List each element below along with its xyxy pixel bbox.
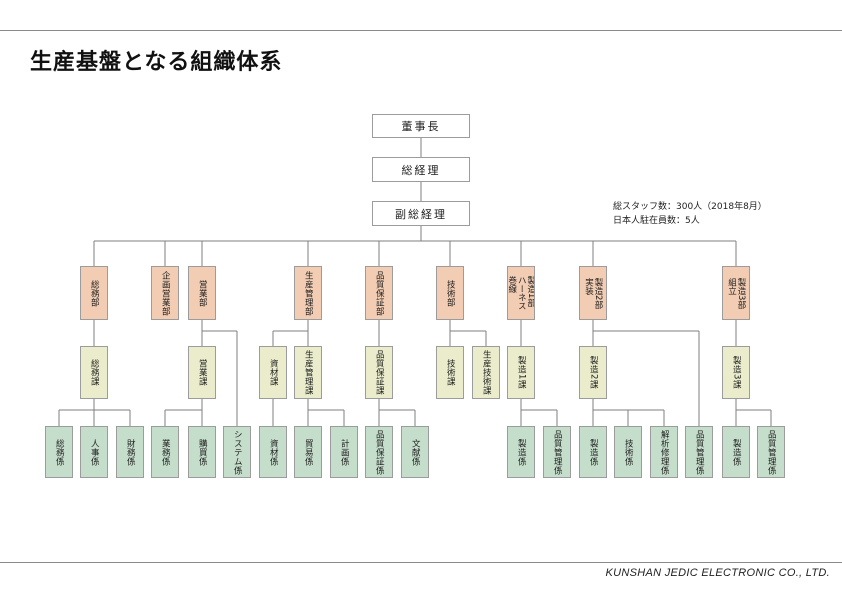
- mfg3-unit-label: 製造係: [731, 438, 742, 466]
- production-engineering-section-box: 生産技術課: [472, 346, 500, 399]
- system-unit-label: システム係: [232, 429, 243, 475]
- japanese-staff-count-text: 日本人駐在員数：5人: [613, 216, 700, 226]
- production-engineering-section-label: 生産技術課: [481, 350, 492, 395]
- technology-dept-box: 技術部: [436, 266, 464, 320]
- materials-section-box: 資材課: [259, 346, 287, 399]
- planning-sales-dept-box: 企画営業部: [151, 266, 179, 320]
- qc3-unit-label: 品質管理係: [766, 429, 777, 475]
- tech2-unit-label: 技術係: [623, 438, 634, 466]
- business-unit-label: 業務係: [160, 438, 171, 466]
- qc1-unit-box: 品質管理係: [543, 426, 571, 478]
- documents-unit-label: 文献係: [410, 438, 421, 466]
- general-affairs-section-label: 総務課: [89, 359, 100, 386]
- harness-mfg-dept-box: 製造1部 ハーネス 巻線: [507, 266, 535, 320]
- purchasing-unit-box: 購買係: [188, 426, 216, 478]
- qc3-unit-box: 品質管理係: [757, 426, 785, 478]
- mounting-mfg-dept-sub: 実装: [583, 277, 594, 295]
- mfg1-unit-label: 製造係: [516, 438, 527, 466]
- assembly-mfg-dept-label: 製造3部: [736, 277, 746, 309]
- materials-unit-box: 資材係: [259, 426, 287, 478]
- finance-unit-box: 財務係: [116, 426, 144, 478]
- quality-assurance-dept-box: 品質保証部: [365, 266, 393, 320]
- finance-unit-label: 財務係: [125, 438, 136, 466]
- analysis2-unit-label: 解析修理係: [659, 429, 670, 475]
- sales-dept-box: 営業部: [188, 266, 216, 320]
- personnel-unit-label: 人事係: [89, 438, 100, 466]
- business-unit-box: 業務係: [151, 426, 179, 478]
- chairman-box: 董事長: [372, 114, 470, 138]
- technology-section-box: 技術課: [436, 346, 464, 399]
- sales-dept-label: 営業部: [197, 279, 208, 307]
- mounting-mfg-dept-box: 製造2部 実装: [579, 266, 607, 320]
- sales-section-box: 営業課: [188, 346, 216, 399]
- planning-unit-label: 計画係: [339, 438, 350, 466]
- deputy-general-manager-box: 副総経理: [372, 201, 470, 226]
- materials-unit-label: 資材係: [268, 438, 279, 466]
- quality-assurance-section-box: 品質保証課: [365, 346, 393, 399]
- qc2-unit-box: 品質管理係: [685, 426, 713, 478]
- mfg1-unit-box: 製造係: [507, 426, 535, 478]
- company-name-footer: KUNSHAN JEDIC ELECTRONIC CO., LTD.: [605, 567, 830, 579]
- trade-unit-label: 貿易係: [303, 438, 314, 466]
- general-affairs-unit-label: 総務係: [54, 438, 65, 466]
- qc1-unit-label: 品質管理係: [552, 429, 563, 475]
- qc2-unit-label: 品質管理係: [694, 429, 705, 475]
- page-title: 生産基盤となる組織体系: [30, 50, 283, 75]
- staff-count-text: 総スタッフ数：300人（2018年8月）: [613, 202, 767, 212]
- staff-note: 総スタッフ数：300人（2018年8月） 日本人駐在員数：5人: [613, 200, 767, 228]
- documents-unit-box: 文献係: [401, 426, 429, 478]
- mfg1-section-label: 製造1課: [516, 356, 527, 389]
- general-affairs-unit-box: 総務係: [45, 426, 73, 478]
- mounting-mfg-dept-label: 製造2部: [593, 277, 603, 309]
- quality-assurance-unit-label: 品質保証係: [374, 429, 385, 475]
- general-affairs-dept-box: 総務部: [80, 266, 108, 320]
- tech2-unit-box: 技術係: [614, 426, 642, 478]
- mfg3-unit-box: 製造係: [722, 426, 750, 478]
- assembly-mfg-dept-box: 製造3部 組立: [722, 266, 750, 320]
- top-rule: [0, 30, 842, 31]
- mfg2-unit-box: 製造係: [579, 426, 607, 478]
- production-control-dept-box: 生産管理部: [294, 266, 322, 320]
- quality-assurance-dept-label: 品質保証部: [374, 270, 385, 316]
- production-control-section-label: 生産管理課: [303, 350, 314, 395]
- planning-unit-box: 計画係: [330, 426, 358, 478]
- mfg3-section-label: 製造3課: [731, 356, 742, 389]
- planning-sales-dept-label: 企画営業部: [160, 270, 171, 316]
- general-affairs-section-box: 総務課: [80, 346, 108, 399]
- purchasing-unit-label: 購買係: [197, 438, 208, 466]
- production-control-section-box: 生産管理課: [294, 346, 322, 399]
- system-unit-box: システム係: [223, 426, 251, 478]
- mfg2-section-box: 製造2課: [579, 346, 607, 399]
- harness-mfg-dept-sub1: ハーネス: [516, 276, 527, 310]
- sales-section-label: 営業課: [197, 359, 208, 386]
- harness-mfg-dept-label: 製造1部: [525, 276, 535, 307]
- quality-assurance-unit-box: 品質保証係: [365, 426, 393, 478]
- analysis2-unit-box: 解析修理係: [650, 426, 678, 478]
- technology-section-label: 技術課: [445, 359, 456, 386]
- personnel-unit-box: 人事係: [80, 426, 108, 478]
- technology-dept-label: 技術部: [445, 279, 456, 307]
- materials-section-label: 資材課: [268, 359, 279, 386]
- trade-unit-box: 貿易係: [294, 426, 322, 478]
- assembly-mfg-dept-sub: 組立: [726, 277, 737, 295]
- general-affairs-dept-label: 総務部: [89, 279, 100, 307]
- mfg2-unit-label: 製造係: [588, 438, 599, 466]
- general-manager-box: 総経理: [372, 157, 470, 182]
- mfg2-section-label: 製造2課: [588, 356, 599, 389]
- mfg3-section-box: 製造3課: [722, 346, 750, 399]
- production-control-dept-label: 生産管理部: [303, 270, 314, 316]
- bottom-rule: [0, 562, 842, 563]
- harness-mfg-dept-sub2: 巻線: [507, 276, 517, 293]
- mfg1-section-box: 製造1課: [507, 346, 535, 399]
- quality-assurance-section-label: 品質保証課: [374, 350, 385, 395]
